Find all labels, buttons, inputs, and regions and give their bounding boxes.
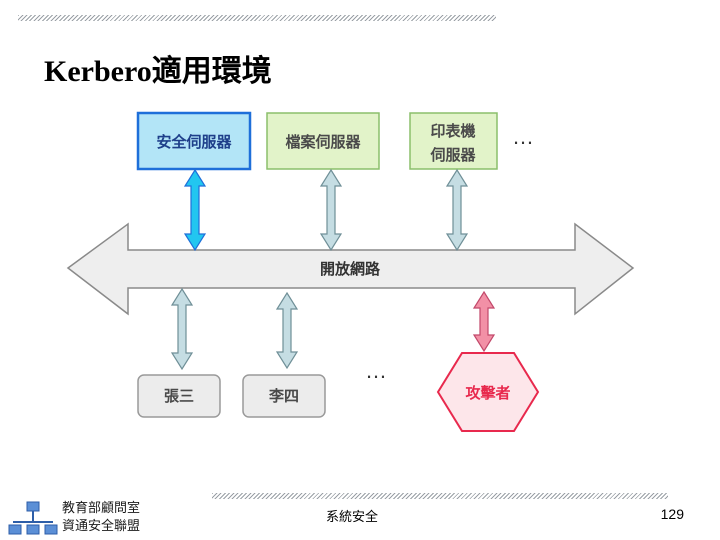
logo-line1: 教育部顧問室 bbox=[62, 501, 141, 516]
print-server-box bbox=[409, 112, 498, 170]
page-number: 129 bbox=[660, 506, 684, 522]
logo-line2: 資通安全聯盟 bbox=[62, 519, 141, 534]
file-server-node: 檔案伺服器 bbox=[266, 112, 380, 170]
user2-link-arrow bbox=[275, 291, 299, 370]
print-server-label-line2: 伺服器 bbox=[429, 146, 476, 164]
organization-logo: 教育部顧問室 資通安全聯盟 bbox=[8, 500, 168, 538]
user-zhangsan-label: 張三 bbox=[164, 387, 194, 405]
slide-title: Kerbero適用環境 bbox=[44, 55, 272, 88]
print-link-arrow bbox=[445, 168, 469, 252]
user-lisi-label: 李四 bbox=[268, 387, 299, 405]
user1-link-arrow bbox=[170, 287, 194, 371]
top-divider bbox=[18, 15, 496, 21]
file-server-box bbox=[266, 112, 380, 170]
security-server-node: 安全伺服器 bbox=[136, 111, 252, 171]
network-label: 開放網路 bbox=[320, 260, 381, 278]
security-server-label: 安全伺服器 bbox=[156, 133, 232, 151]
security-link-arrow bbox=[183, 168, 207, 252]
network-bus bbox=[66, 222, 635, 316]
attacker-hexagon bbox=[436, 352, 540, 432]
user-lisi-node: 李四 bbox=[242, 374, 326, 418]
network-logo-icon bbox=[8, 501, 58, 535]
bottom-divider bbox=[212, 493, 668, 499]
attacker-label: 攻擊者 bbox=[465, 384, 510, 402]
user-lisi-box bbox=[242, 374, 326, 418]
print-server-label-line1: 印表機 bbox=[430, 122, 475, 140]
attacker-link-arrow bbox=[472, 290, 496, 353]
user-zhangsan-box bbox=[137, 374, 221, 418]
print-server-node: 印表機 伺服器 bbox=[409, 112, 498, 170]
file-link-arrow bbox=[319, 168, 343, 252]
user-zhangsan-node: 張三 bbox=[137, 374, 221, 418]
security-server-box bbox=[136, 111, 252, 171]
footer-course-title: 系統安全 bbox=[325, 509, 378, 524]
file-server-label: 檔案伺服器 bbox=[285, 133, 361, 151]
attacker-node: 攻擊者 bbox=[436, 352, 540, 432]
top-ellipsis: … bbox=[512, 124, 534, 149]
bottom-ellipsis: … bbox=[365, 358, 387, 383]
